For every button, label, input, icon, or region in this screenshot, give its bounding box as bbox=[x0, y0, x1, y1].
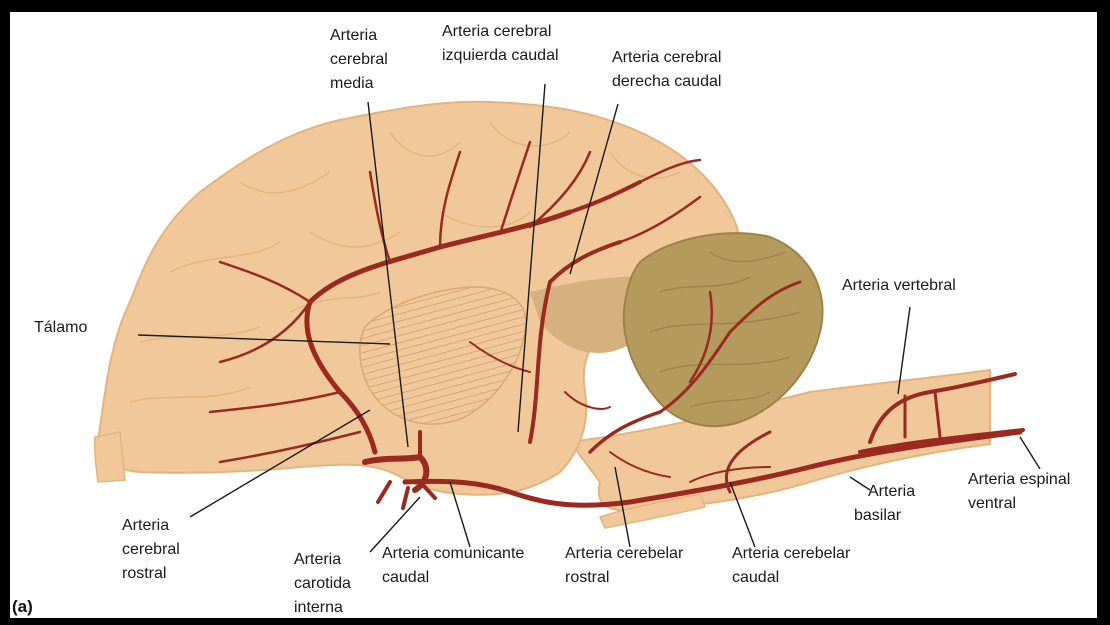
label-arteria-comunicante-caudal: Arteria comunicante caudal bbox=[382, 545, 529, 586]
label-arteria-cerebral-izquierda-caudal: Arteria cerebral izquierda caudal bbox=[442, 23, 559, 64]
label-talamo: Tálamo bbox=[34, 319, 87, 336]
label-arteria-vertebral: Arteria vertebral bbox=[842, 277, 956, 294]
label-arteria-basilar: Arteria basilar bbox=[854, 483, 920, 524]
label-arteria-espinal-ventral: Arteria espinal ventral bbox=[968, 471, 1075, 512]
label-arteria-carotida-interna: Arteria carotida interna bbox=[294, 551, 355, 616]
label-arteria-cerebral-media: Arteria cerebral media bbox=[330, 27, 392, 92]
brain-arteries-diagram: Arteria cerebral media Arteria cerebral … bbox=[10, 12, 1097, 618]
label-arteria-cerebelar-rostral: Arteria cerebelar rostral bbox=[565, 545, 688, 586]
label-arteria-cerebral-rostral: Arteria cerebral rostral bbox=[122, 517, 184, 582]
olfactory-bulb bbox=[95, 432, 125, 482]
label-arteria-cerebral-derecha-caudal: Arteria cerebral derecha caudal bbox=[612, 49, 726, 90]
panel-tag: (a) bbox=[12, 597, 33, 616]
label-arteria-cerebelar-caudal: Arteria cerebelar caudal bbox=[732, 545, 855, 586]
figure-panel: Arteria cerebral media Arteria cerebral … bbox=[10, 12, 1097, 618]
